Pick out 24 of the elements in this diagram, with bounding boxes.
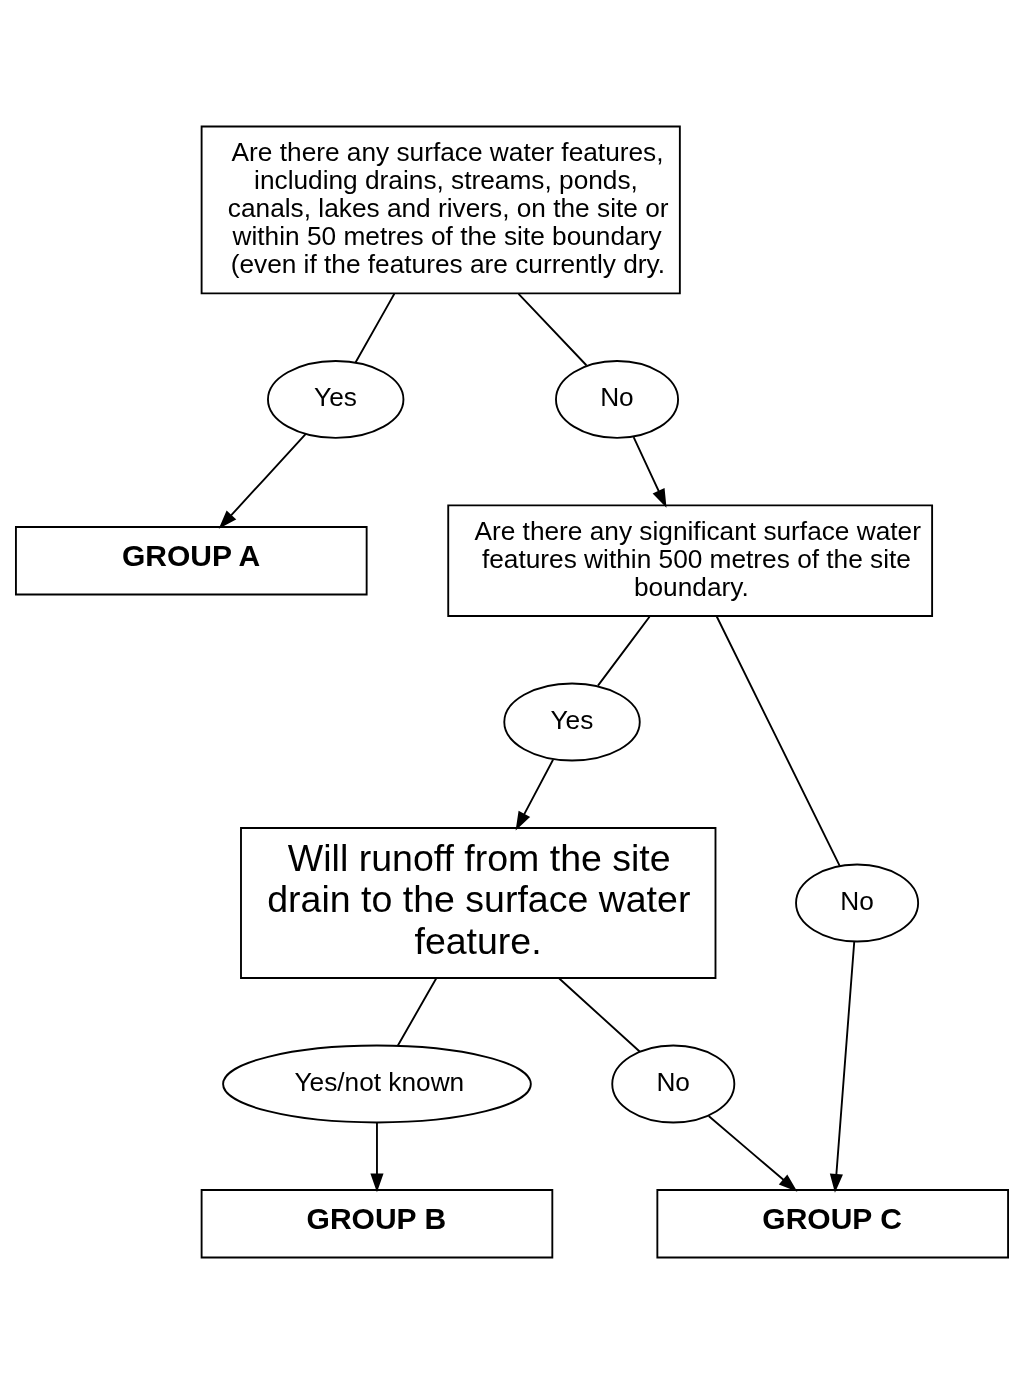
node-ellipse: No [555,360,679,439]
node-ellipse: Yes [503,682,641,762]
arrow [829,940,856,1193]
node-box: Will runoff from the site drain to the surface water feature. [240,827,717,979]
node-box: Are there any surface water features, including drains, streams, ponds, canals, lakes and rivers, on the site or within 50 metres of the site boundary (even if the features are currently dry. [200,125,681,295]
arrow [515,758,554,831]
arrow [632,436,667,508]
connector [597,615,651,687]
connector [517,292,588,367]
node-box: GROUP B [200,1189,554,1259]
node-ellipse: Yes/not known [222,1044,532,1124]
node-box: Are there any significant surface water features within 500 metres of the site boundary. [447,504,934,617]
connector [354,292,396,364]
node-box: GROUP C [656,1189,1009,1259]
arrow [370,1122,384,1193]
node-ellipse: No [795,863,920,943]
connector [558,977,641,1053]
node-box: GROUP A [15,526,368,596]
arrow [218,433,307,529]
connector [396,977,438,1047]
connector [715,615,841,867]
node-ellipse: No [611,1044,736,1124]
node-ellipse: Yes [267,360,405,439]
arrow [707,1115,798,1192]
